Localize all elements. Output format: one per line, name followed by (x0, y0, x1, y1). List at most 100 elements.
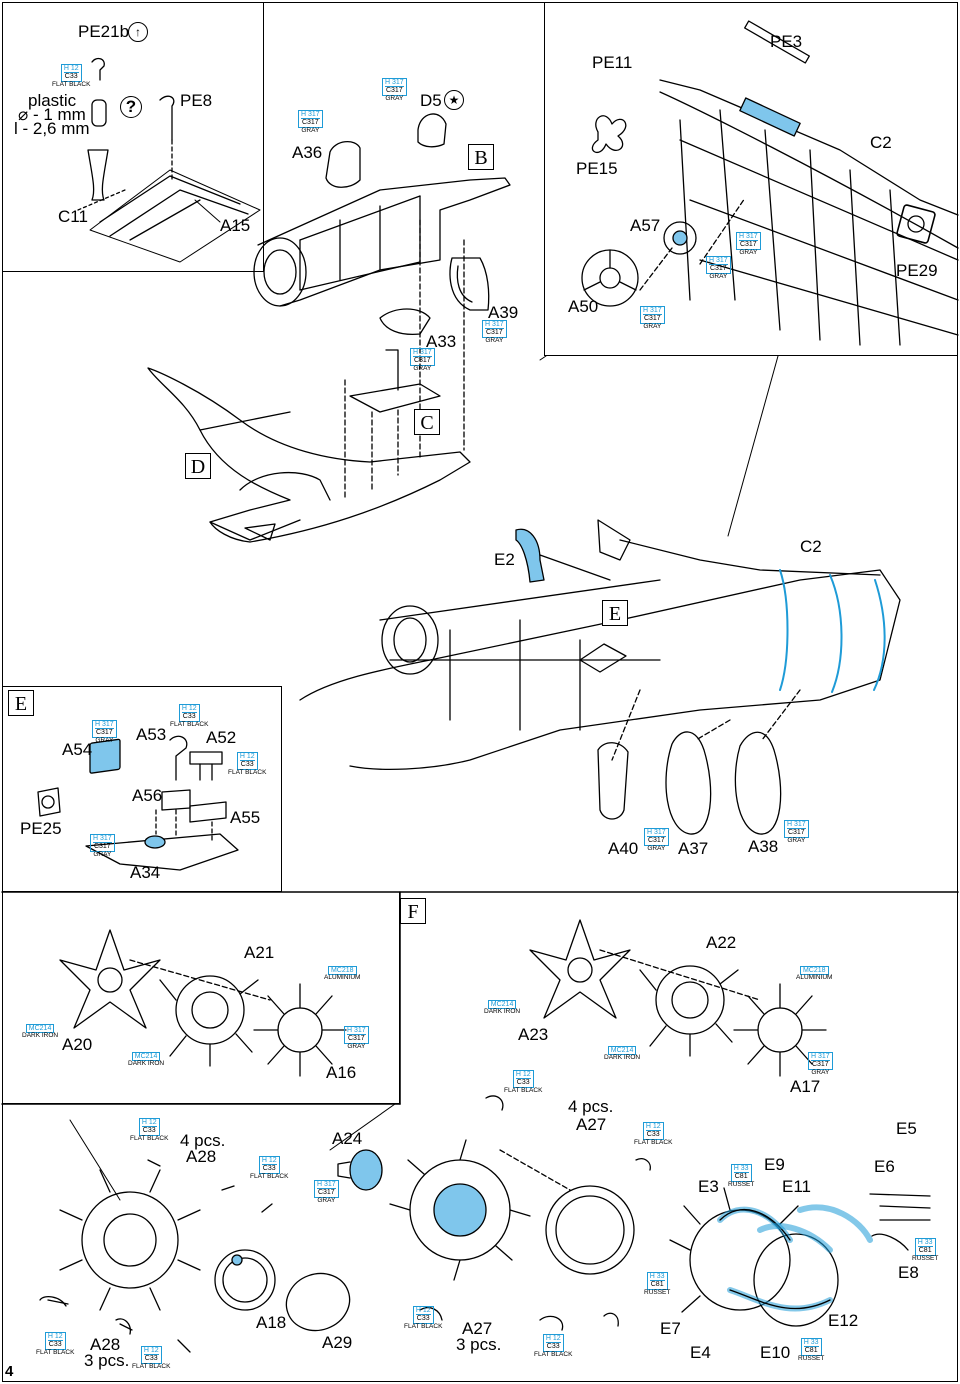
label-a56: A56 (132, 786, 163, 805)
label-a55: A55 (230, 808, 261, 827)
paint-name: GRAY (643, 322, 662, 330)
paint-code-mr: C33 (143, 1354, 159, 1363)
paint-name: FLAT BLACK (130, 1134, 169, 1142)
paint-code-hobby: MC214 (490, 1001, 514, 1008)
engine-bottom-left-art (39, 1103, 396, 1353)
paint-code-hobby: H 12 (515, 1071, 531, 1078)
paint-name: GRAY (811, 1068, 830, 1076)
exhaust-engine-art (669, 1187, 931, 1327)
label-a39: A39 (488, 303, 519, 322)
paint-code-mr: C33 (515, 1078, 531, 1087)
paint-name: GRAY (709, 272, 728, 280)
paint-name: GRAY (739, 248, 758, 256)
paint-code-hobby: H 317 (643, 307, 662, 314)
paint-name: GRAY (301, 126, 320, 134)
label-a20: A20 (62, 1035, 93, 1054)
paint-name: DARK IRON (484, 1008, 521, 1016)
paint-code-hobby: H 317 (317, 1181, 336, 1188)
paint-code-hobby: H 33 (733, 1165, 749, 1172)
paint-code-hobby: H 12 (143, 1347, 159, 1354)
rudder-pedals-c (349, 383, 441, 413)
label-a38: A38 (748, 837, 779, 856)
bend-up-icon: ↑ (128, 22, 148, 42)
paint-code-mr: C33 (63, 72, 79, 81)
section-e-main-label: E (602, 600, 628, 626)
seat-part-a36 (325, 141, 361, 188)
e-inset-art (37, 735, 239, 871)
paint-code-mr: C317 (95, 728, 114, 737)
label-a50: A50 (568, 297, 599, 316)
label-c2-top: C2 (870, 133, 892, 152)
paint-code-mr: C317 (485, 328, 504, 337)
label-e7: E7 (660, 1319, 681, 1338)
paint-code-hobby: MC214 (28, 1025, 52, 1032)
label-pe15: PE15 (576, 159, 618, 178)
section-b-label: B (468, 144, 494, 170)
engine-bottom-center-art (337, 1095, 651, 1331)
pe21b-inset-art (77, 57, 261, 263)
label-pe8: PE8 (180, 91, 213, 110)
label-e10: E10 (760, 1343, 791, 1362)
engine-art-f (59, 919, 827, 1077)
label-a28-bottom: A28 (90, 1335, 121, 1354)
paint-name: GRAY (787, 836, 806, 844)
label-a28-bottom-qty: 3 pcs. (84, 1351, 130, 1370)
paint-code-hobby: H 12 (645, 1123, 661, 1130)
paint-code-mr: C317 (385, 86, 404, 95)
label-pe11: PE11 (592, 53, 633, 72)
paint-name: DARK IRON (604, 1054, 641, 1062)
paint-name: ALUMINIUM (324, 974, 361, 982)
paint-code-mr: C317 (643, 314, 662, 323)
paint-code-hobby: H 317 (787, 821, 806, 828)
paint-code-hobby: H 317 (739, 233, 758, 240)
note-diameter: ⌀ - 1 mm (18, 105, 86, 124)
note-material: plastic (28, 91, 77, 110)
page-number: 4 (5, 1363, 14, 1380)
paint-name: FLAT BLACK (404, 1322, 443, 1330)
paint-code-hobby: H 33 (803, 1339, 819, 1346)
paint-name: FLAT BLACK (170, 720, 209, 728)
paint-code-mr: C33 (261, 1164, 277, 1173)
label-a36: A36 (292, 143, 323, 162)
paint-code-mr: C317 (301, 118, 320, 127)
cockpit-detail-art (581, 20, 959, 346)
section-f-label: F (400, 898, 426, 924)
paint-code-hobby: H 317 (347, 1027, 366, 1034)
cockpit-detail-inset-frame (544, 2, 958, 356)
paint-name: RUSSET (912, 1254, 939, 1262)
paint-code-mr: C317 (739, 240, 758, 249)
part-d5 (417, 113, 447, 148)
label-a23: A23 (518, 1025, 549, 1044)
paint-code-hobby: H 317 (811, 1053, 830, 1060)
label-e12: E12 (828, 1311, 859, 1330)
label-a33: A33 (426, 332, 457, 351)
label-a16: A16 (326, 1063, 357, 1082)
paint-code-mr: C33 (545, 1342, 561, 1351)
paint-code-hobby: H 12 (239, 753, 255, 760)
label-e9: E9 (764, 1155, 785, 1174)
paint-name: DARK IRON (22, 1032, 59, 1040)
label-a52: A52 (206, 728, 237, 747)
paint-code-hobby: MC218 (330, 967, 354, 974)
paint-code-hobby: H 12 (415, 1307, 431, 1314)
label-e4: E4 (690, 1343, 711, 1362)
label-a54: A54 (62, 740, 93, 759)
paint-name: FLAT BLACK (228, 768, 267, 776)
